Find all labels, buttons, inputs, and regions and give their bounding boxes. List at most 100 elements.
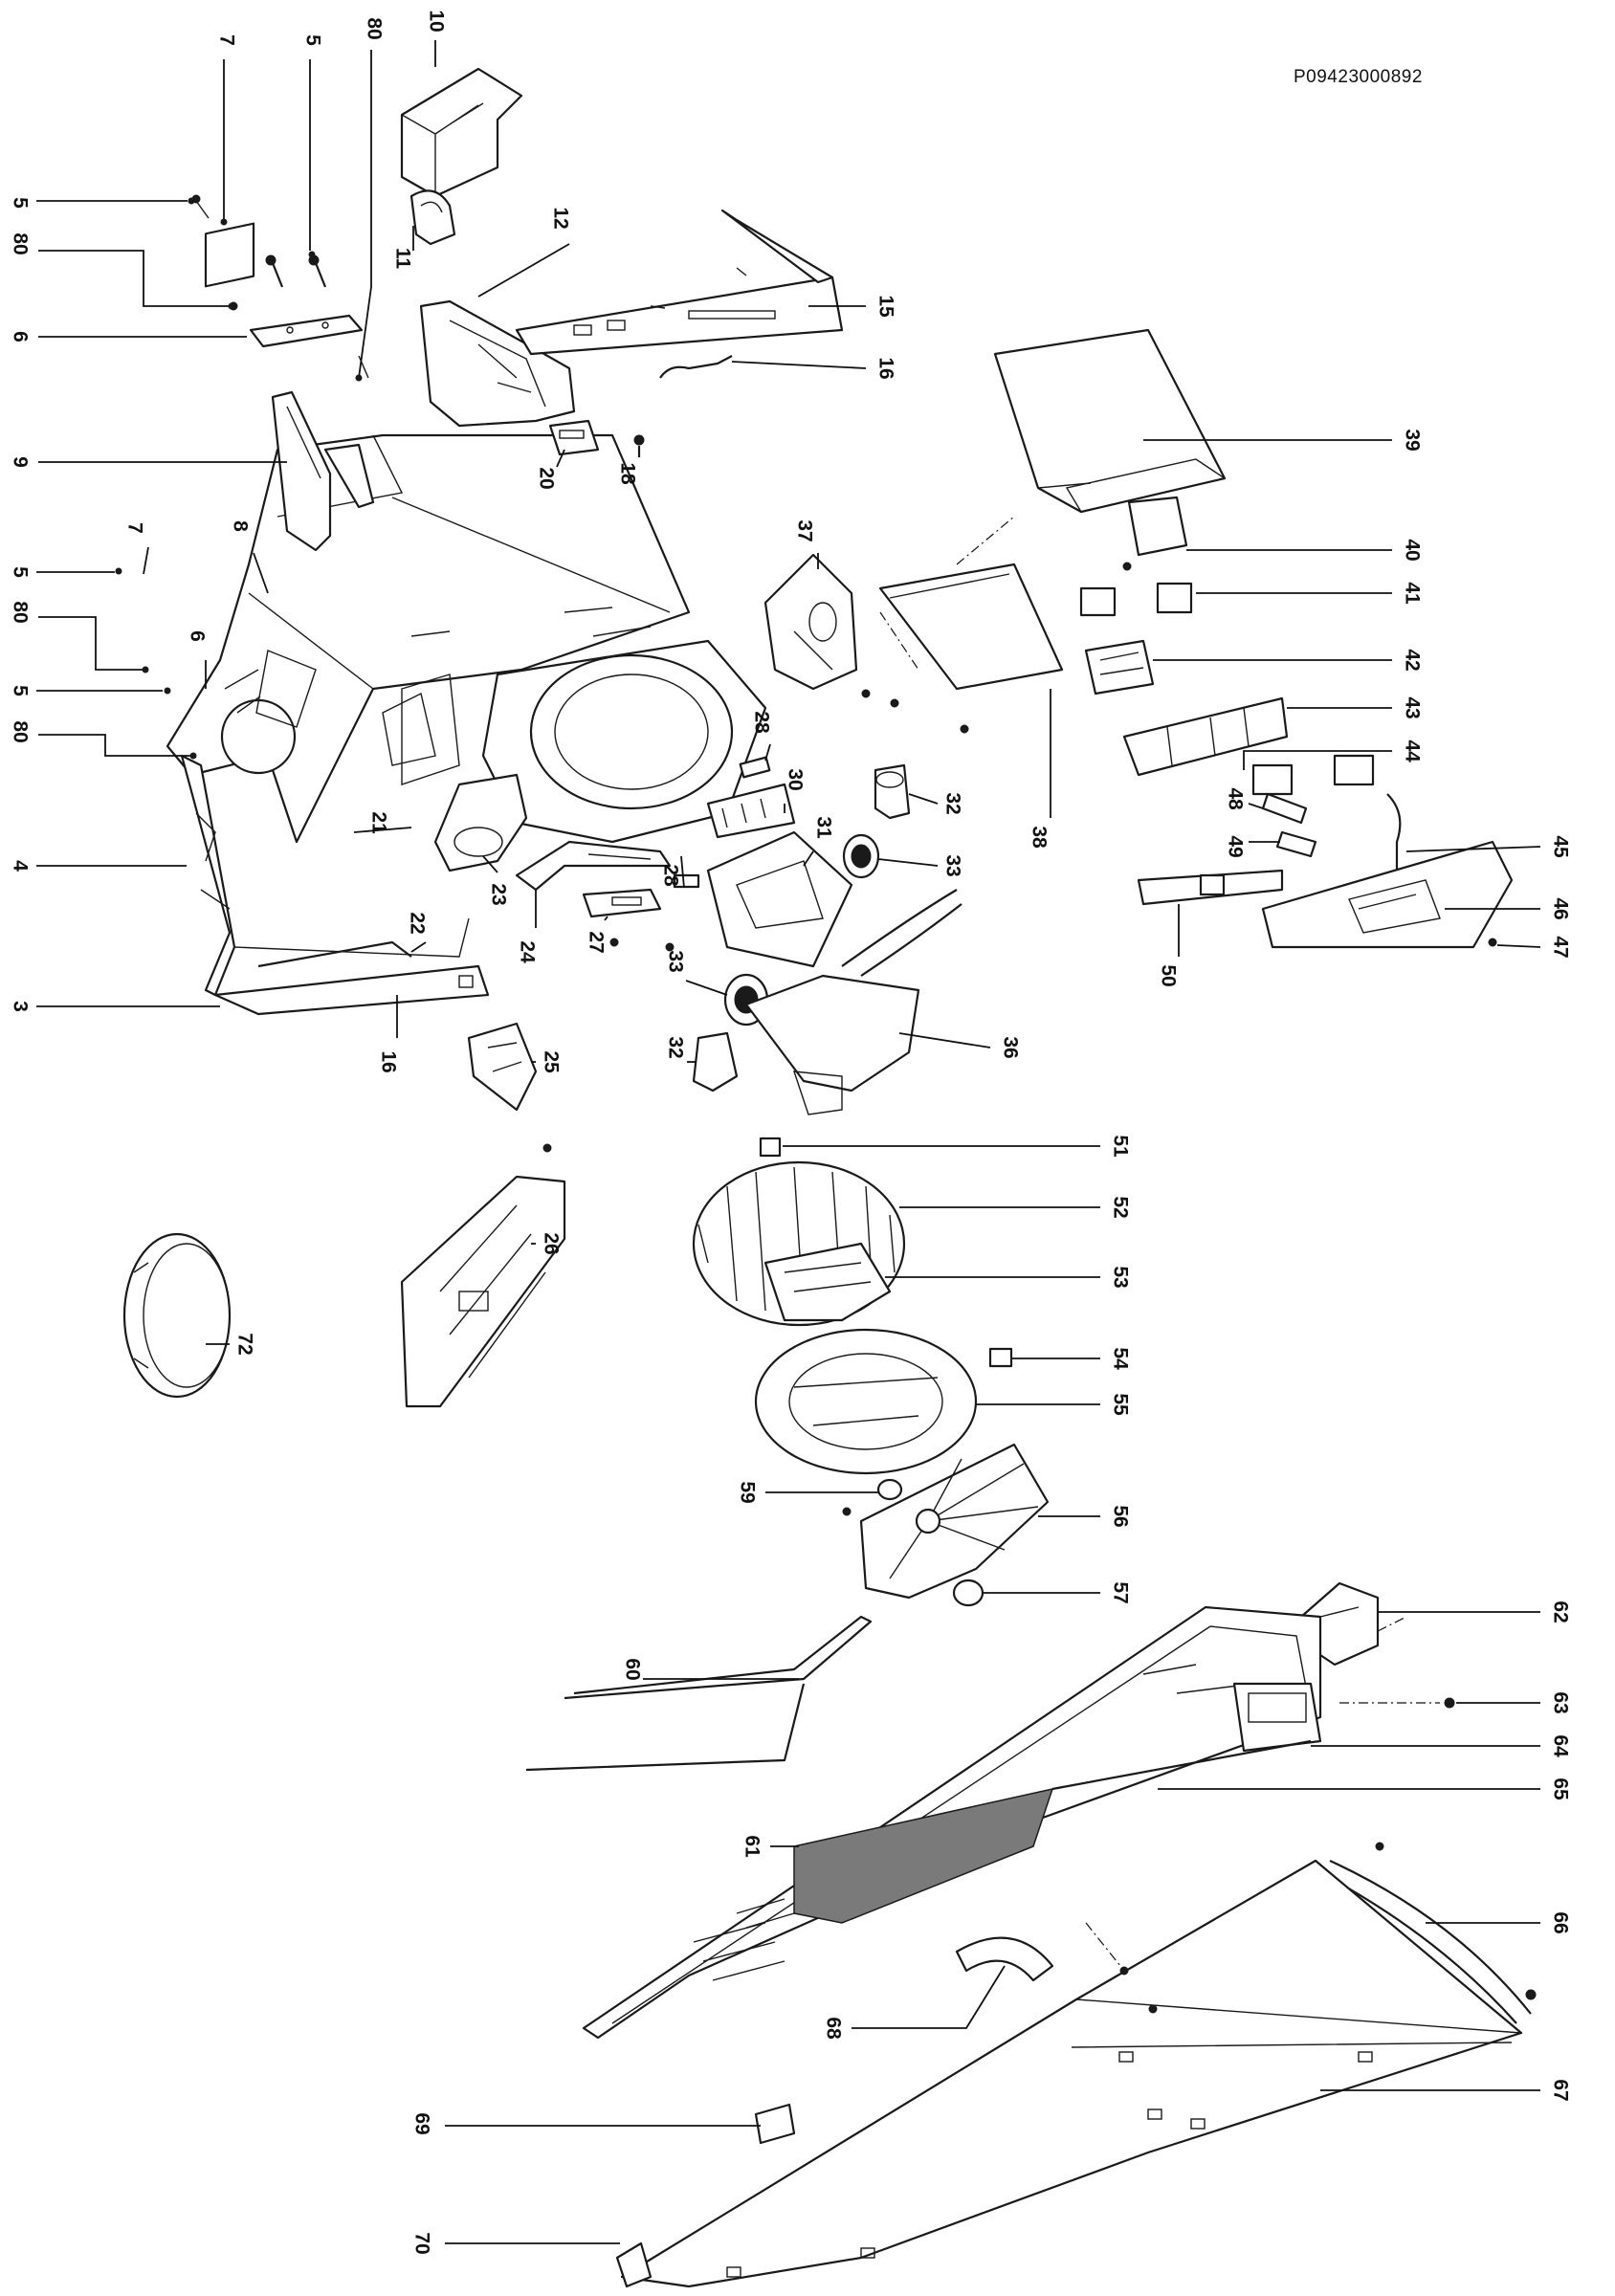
- callout-label: 63: [1549, 1691, 1571, 1713]
- part-53-motor: [763, 1242, 892, 1322]
- callout-leader-line: [38, 734, 191, 757]
- part-59-knob: [842, 1478, 903, 1516]
- parts-layer: [122, 67, 1537, 2288]
- part-32-lamp-upper: [874, 763, 911, 820]
- callout-leader-line: [556, 449, 565, 468]
- callout-label: 42: [1401, 649, 1423, 671]
- callout-leader-line: [685, 980, 728, 996]
- callout-30: 30: [784, 768, 806, 813]
- part-65-vent-slots: [693, 1898, 795, 1981]
- part-55-fan-plate: [754, 1328, 978, 1475]
- callout-label: 25: [540, 1050, 562, 1073]
- callout-label: 36: [999, 1036, 1021, 1058]
- callout-label: 11: [391, 248, 413, 270]
- callout-label: 72: [233, 1333, 255, 1355]
- callout-52: 52: [899, 1196, 1131, 1219]
- callout-anchor-dot: [164, 687, 171, 695]
- callout-leader-line: [764, 743, 771, 762]
- callout-label: 80: [363, 17, 385, 39]
- part-30-terminal: [706, 783, 796, 839]
- callout-70: 70: [410, 2232, 620, 2255]
- callout-leader-line: [358, 50, 372, 379]
- callout-label: 15: [874, 295, 896, 318]
- callout-5: 5: [9, 685, 171, 696]
- callout-48: 48: [1224, 787, 1264, 810]
- part-37-bracket: [763, 553, 899, 708]
- callout-5: 5: [9, 197, 195, 209]
- callout-label: 3: [9, 1001, 31, 1012]
- part-40-terminal: [1122, 496, 1188, 571]
- callout-label: 80: [9, 601, 31, 623]
- callout-anchor-dot: [142, 666, 149, 673]
- callout-37: 37: [793, 519, 819, 569]
- part-11-clip: [409, 189, 456, 246]
- callout-15: 15: [808, 295, 896, 318]
- part-16-hook-upper: [659, 355, 733, 379]
- callout-80: 80: [9, 232, 235, 310]
- callout-label: 60: [621, 1658, 643, 1680]
- callout-28: 28: [750, 711, 772, 762]
- callout-27: 27: [585, 916, 608, 954]
- callout-anchor-dot: [189, 752, 197, 760]
- part-32-lamp-lower: [692, 1031, 739, 1093]
- part-38-control-plate: [878, 563, 1064, 734]
- callout-leader-line: [482, 855, 498, 873]
- document-code: P09423000892: [1294, 67, 1423, 87]
- callout-leader-line: [38, 250, 230, 307]
- part-47-screw: [1488, 938, 1497, 947]
- callout-47: 47: [1496, 936, 1571, 959]
- part-15-long-strip: [515, 209, 844, 356]
- callout-label: 59: [736, 1481, 758, 1503]
- callout-label: 6: [9, 331, 31, 342]
- callout-20: 20: [535, 449, 565, 490]
- callout-label: 12: [549, 207, 571, 229]
- callout-label: 5: [301, 34, 323, 46]
- callout-label: 30: [784, 768, 806, 790]
- callout-label: 40: [1401, 539, 1423, 561]
- part-44-clips: [1251, 754, 1375, 796]
- callout-33: 33: [664, 950, 728, 996]
- callout-68: 68: [822, 1965, 1006, 2040]
- callout-label: 20: [535, 467, 557, 489]
- callout-32: 32: [664, 1036, 697, 1063]
- callout-80: 80: [9, 720, 197, 760]
- part-18-screw: [633, 434, 645, 457]
- callout-anchor-dot: [308, 251, 316, 258]
- callout-label: 65: [1549, 1777, 1571, 1800]
- callout-label: 70: [410, 2232, 432, 2254]
- callout-label: 9: [9, 456, 31, 468]
- callout-60: 60: [621, 1658, 799, 1681]
- callout-59: 59: [736, 1481, 878, 1504]
- callout-53: 53: [885, 1266, 1131, 1289]
- part-23-chute: [433, 773, 528, 872]
- part-21-scroll-housing: [382, 639, 767, 844]
- callout-anchor-dot: [355, 374, 363, 382]
- callout-leader-line: [803, 850, 814, 867]
- callout-leader-line: [143, 546, 149, 575]
- callout-label: 5: [9, 566, 31, 578]
- callout-43: 43: [1287, 696, 1423, 719]
- callout-label: 68: [822, 2017, 844, 2040]
- callout-label: 80: [9, 232, 31, 254]
- callout-label: 23: [487, 883, 509, 905]
- callout-5: 5: [301, 34, 323, 258]
- part-69-70-end-caps: [615, 2103, 796, 2288]
- part-50-switch-plate: [1137, 869, 1284, 906]
- part-31-plate: [706, 830, 853, 968]
- callout-67: 67: [1320, 2079, 1571, 2102]
- part-64-frame-edge: [1051, 1739, 1312, 1791]
- callout-36: 36: [898, 1032, 1021, 1059]
- part-3-4-left-frame: [180, 754, 490, 1016]
- callout-label: 45: [1549, 835, 1571, 858]
- callout-6: 6: [9, 331, 247, 342]
- part-12-support: [419, 299, 576, 428]
- callout-label: 67: [1549, 2079, 1571, 2101]
- callout-label: 57: [1109, 1581, 1131, 1603]
- callout-label: 49: [1224, 835, 1246, 857]
- callout-50: 50: [1157, 904, 1180, 987]
- callout-22: 22: [406, 912, 428, 953]
- part-61-grease-filter: [793, 1787, 1054, 1924]
- callout-label: 21: [367, 811, 389, 834]
- callout-6: 6: [186, 630, 208, 689]
